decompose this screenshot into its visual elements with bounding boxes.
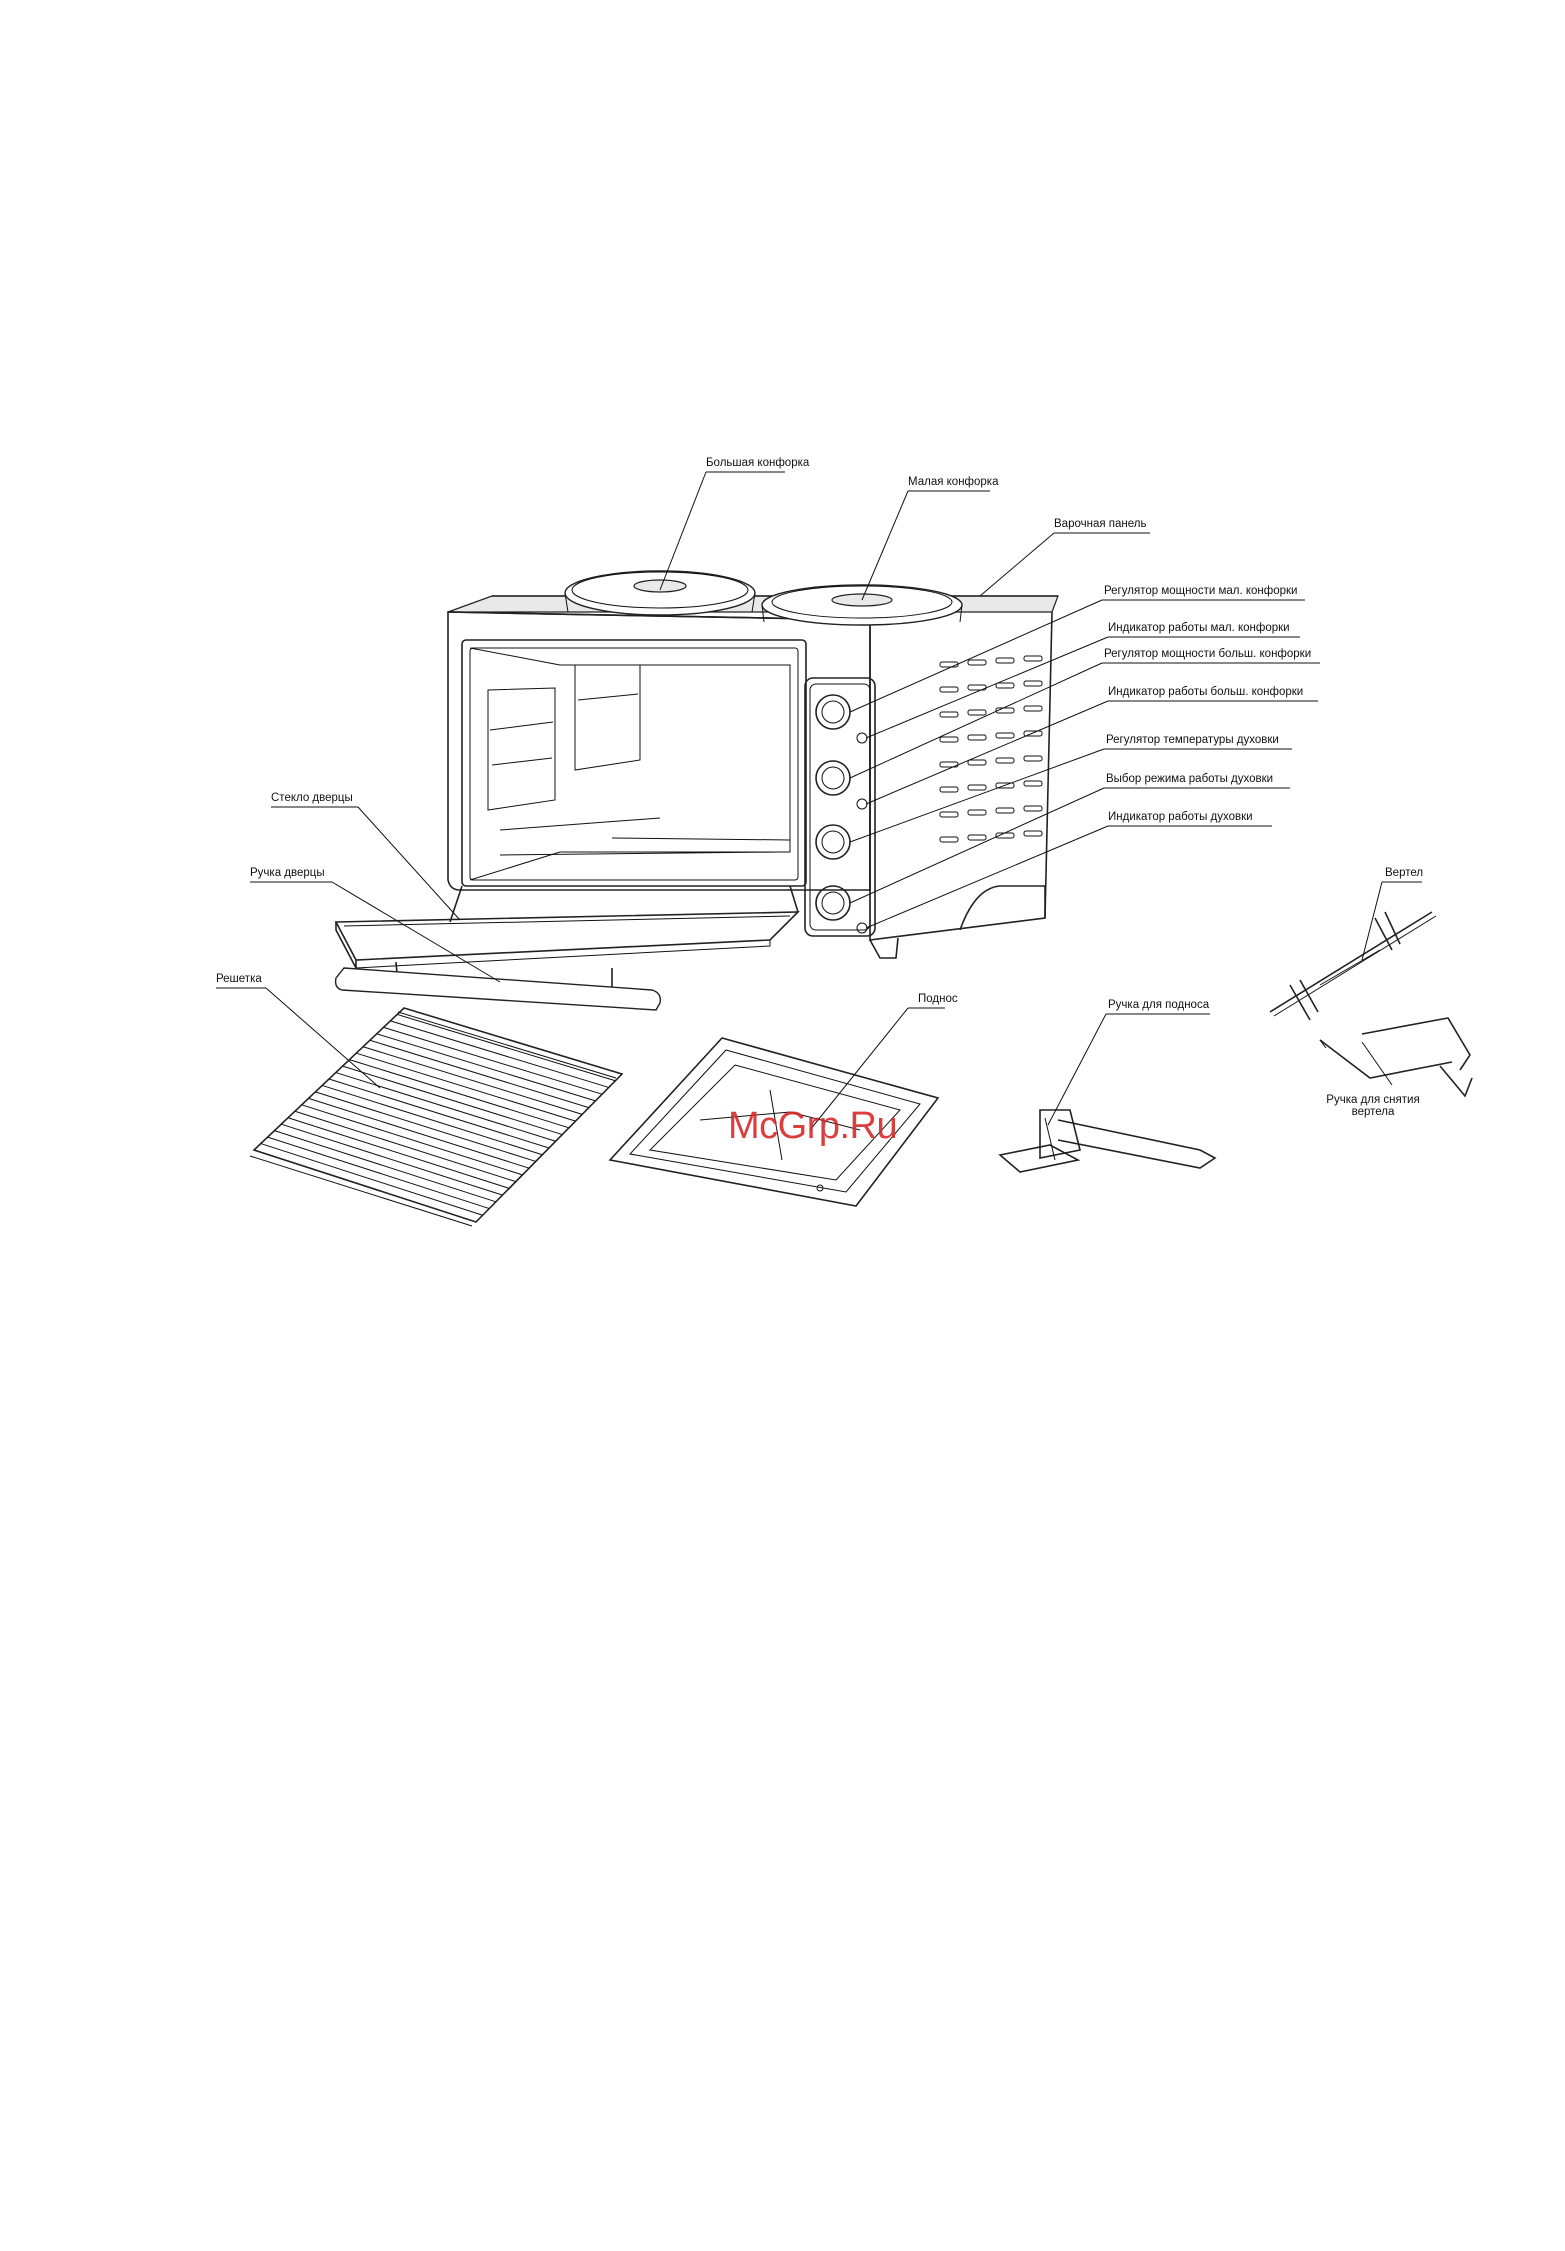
vent-slot bbox=[939, 686, 959, 693]
vent-slot bbox=[1023, 705, 1043, 712]
label-spit-removal-handle: Ручка для снятия вертела bbox=[1326, 1094, 1420, 1118]
label-small-burner-indicator: Индикатор работы мал. конфорки bbox=[1108, 622, 1290, 634]
label-big-burner-indicator: Индикатор работы больш. конфорки bbox=[1108, 686, 1304, 698]
vent-slot bbox=[1023, 830, 1043, 837]
label-big-burner-power: Регулятор мощности больш. конфорки bbox=[1104, 648, 1312, 660]
small-burner bbox=[761, 584, 963, 626]
rack-wire bbox=[315, 1091, 536, 1162]
rack-wire bbox=[376, 1033, 596, 1102]
vent-slot bbox=[939, 736, 959, 743]
rack-wire bbox=[308, 1097, 530, 1169]
watermark: McGrp.Ru bbox=[728, 1105, 898, 1147]
vent-slot bbox=[995, 782, 1015, 789]
vent-slot bbox=[995, 682, 1015, 689]
baking-tray bbox=[608, 1037, 940, 1207]
rack-wire bbox=[383, 1026, 603, 1095]
vent-slot bbox=[967, 709, 987, 716]
vent-slot bbox=[1023, 755, 1043, 762]
rack-wire bbox=[335, 1072, 556, 1142]
label-door-handle: Ручка дверцы bbox=[250, 867, 325, 879]
big-burner bbox=[564, 570, 756, 616]
label-cooking-panel: Варочная панель bbox=[1054, 518, 1147, 530]
label-small-burner-power: Регулятор мощности мал. конфорки bbox=[1104, 585, 1298, 597]
rack-wire bbox=[322, 1084, 543, 1156]
vent-slot bbox=[1023, 730, 1043, 737]
vent-slot bbox=[1023, 805, 1043, 812]
rack-wire bbox=[294, 1110, 516, 1183]
leader-lines bbox=[216, 471, 1422, 1131]
rack-wire bbox=[287, 1117, 510, 1189]
rack-wire bbox=[274, 1130, 497, 1203]
label-tray-handle: Ручка для подноса bbox=[1108, 999, 1210, 1011]
grill-rack bbox=[249, 1007, 624, 1227]
vent-slot bbox=[1023, 655, 1043, 662]
rack-wire bbox=[267, 1136, 490, 1210]
vent-slot bbox=[967, 759, 987, 766]
vent-slot bbox=[995, 732, 1015, 739]
vent-slot bbox=[939, 786, 959, 793]
rack-wire bbox=[369, 1039, 589, 1109]
control-knobs bbox=[815, 694, 868, 934]
rack-wire bbox=[362, 1046, 583, 1115]
rack-wire bbox=[281, 1123, 503, 1196]
label-small-burner: Малая конфорка bbox=[908, 476, 999, 488]
spit bbox=[1269, 911, 1437, 1021]
vent-slot bbox=[967, 734, 987, 741]
spit-removal-handle bbox=[1319, 1017, 1473, 1098]
vent-slot bbox=[939, 711, 959, 718]
label-oven-mode: Выбор режима работы духовки bbox=[1106, 773, 1274, 785]
door-handle bbox=[334, 961, 662, 1011]
vent-slot bbox=[939, 661, 959, 668]
rack-wire bbox=[390, 1020, 609, 1088]
label-door-glass: Стекло дверцы bbox=[271, 792, 353, 804]
vent-slot bbox=[1023, 780, 1043, 787]
label-tray: Поднос bbox=[918, 993, 958, 1005]
label-oven-temperature: Регулятор температуры духовки bbox=[1106, 734, 1279, 746]
rack-wire bbox=[301, 1104, 523, 1176]
oven-door bbox=[334, 885, 800, 969]
vent-slot bbox=[967, 834, 987, 841]
vent-slot bbox=[939, 811, 959, 818]
vent-slot bbox=[995, 657, 1015, 664]
vent-slot bbox=[967, 659, 987, 666]
side-vents bbox=[939, 655, 1043, 843]
vent-slot bbox=[995, 757, 1015, 764]
label-spit: Вертел bbox=[1385, 867, 1424, 879]
label-oven-indicator: Индикатор работы духовки bbox=[1108, 811, 1253, 823]
label-big-burner: Большая конфорка bbox=[706, 457, 810, 469]
rack-wire bbox=[260, 1143, 483, 1216]
vent-slot bbox=[967, 784, 987, 791]
vent-slot bbox=[939, 836, 959, 843]
rack-wire bbox=[397, 1013, 616, 1082]
tray-handle bbox=[998, 1109, 1217, 1173]
rack-wire bbox=[342, 1065, 563, 1136]
oven-body bbox=[447, 595, 1059, 959]
rack-wire bbox=[356, 1052, 576, 1122]
rack-wire bbox=[328, 1078, 550, 1149]
vent-slot bbox=[1023, 680, 1043, 687]
vent-slot bbox=[995, 807, 1015, 814]
label-grill-rack: Решетка bbox=[216, 973, 262, 985]
vent-slot bbox=[995, 707, 1015, 714]
vent-slot bbox=[967, 809, 987, 816]
rack-wire bbox=[349, 1059, 570, 1129]
